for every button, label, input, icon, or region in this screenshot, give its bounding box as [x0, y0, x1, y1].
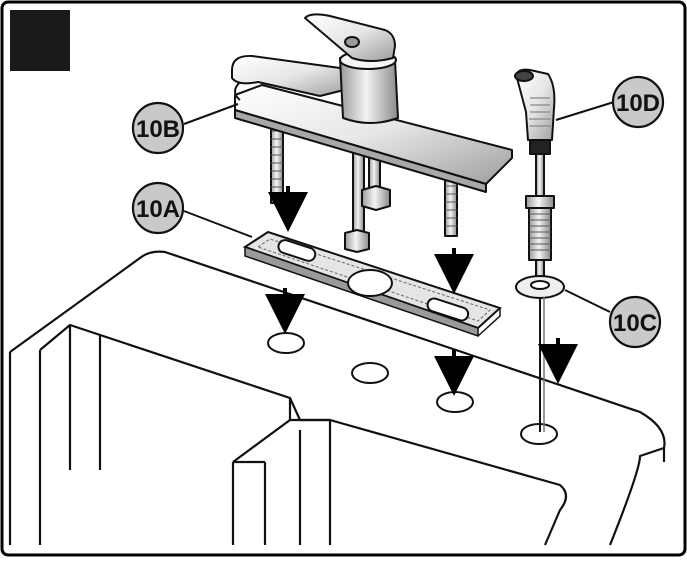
gasket-plate: [242, 230, 502, 338]
callout-10d: 10D: [611, 75, 665, 129]
callout-10c-label: 10C: [613, 310, 657, 337]
gasket-slot-right: [426, 297, 470, 322]
callout-10b-label: 10B: [136, 116, 180, 143]
callout-10a-label: 10A: [136, 196, 180, 223]
deck-hole-center: [351, 362, 389, 384]
side-sprayer: [514, 68, 556, 279]
callout-10c: 10C: [608, 295, 662, 349]
faucet-body: [231, 13, 513, 253]
sink-countertop: [8, 250, 666, 546]
gasket-center-hole: [347, 269, 393, 297]
sprayer-threaded-coupling: [528, 207, 552, 261]
callout-10d-label: 10D: [616, 90, 660, 117]
deck-hole-right: [436, 391, 474, 413]
supply-tubes: [344, 142, 391, 253]
callout-leaders: [183, 101, 615, 313]
callout-10b: 10B: [131, 101, 185, 155]
install-arrows: [265, 186, 578, 396]
deck-hole-left: [267, 332, 305, 354]
step-badge: [10, 10, 70, 71]
callout-10a: 10A: [131, 181, 185, 235]
gasket-slot-left: [277, 239, 317, 262]
